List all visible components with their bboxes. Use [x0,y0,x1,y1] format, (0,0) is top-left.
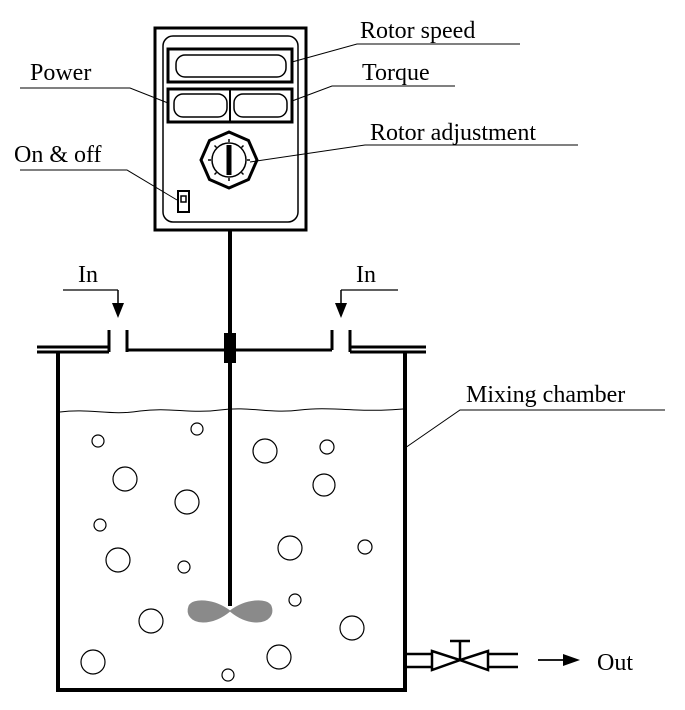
control-unit [153,26,308,232]
outlet-pipe [405,652,518,669]
leader-lines [20,43,665,449]
torque-display [233,93,288,118]
inlet-right [335,289,398,318]
on-off-label: On & off [14,142,102,168]
valve-icon[interactable] [430,639,490,672]
rotor-adjustment-label: Rotor adjustment [370,120,536,146]
shaft-seal [224,333,236,363]
impeller [187,600,273,623]
torque-label: Torque [362,60,430,86]
liquid-surface [59,408,404,414]
mixing-chamber-vessel [56,352,407,692]
control-box-inner [162,35,299,223]
power-display [173,93,228,118]
mixing-chamber-label: Mixing chamber [466,382,625,408]
inlet-left-label: In [78,262,98,288]
out-label: Out [597,650,633,676]
power-label: Power [30,60,91,86]
inlet-right-label: In [356,262,376,288]
bubbles [80,422,373,682]
rotor-speed-label: Rotor speed [360,18,475,44]
inlet-left [63,289,124,318]
rotor-speed-display [166,47,294,84]
arrow-right-icon [538,654,580,666]
toggle-switch-icon[interactable] [177,190,190,213]
adjustment-knob-icon[interactable] [199,130,259,190]
chamber-lid [37,330,426,354]
